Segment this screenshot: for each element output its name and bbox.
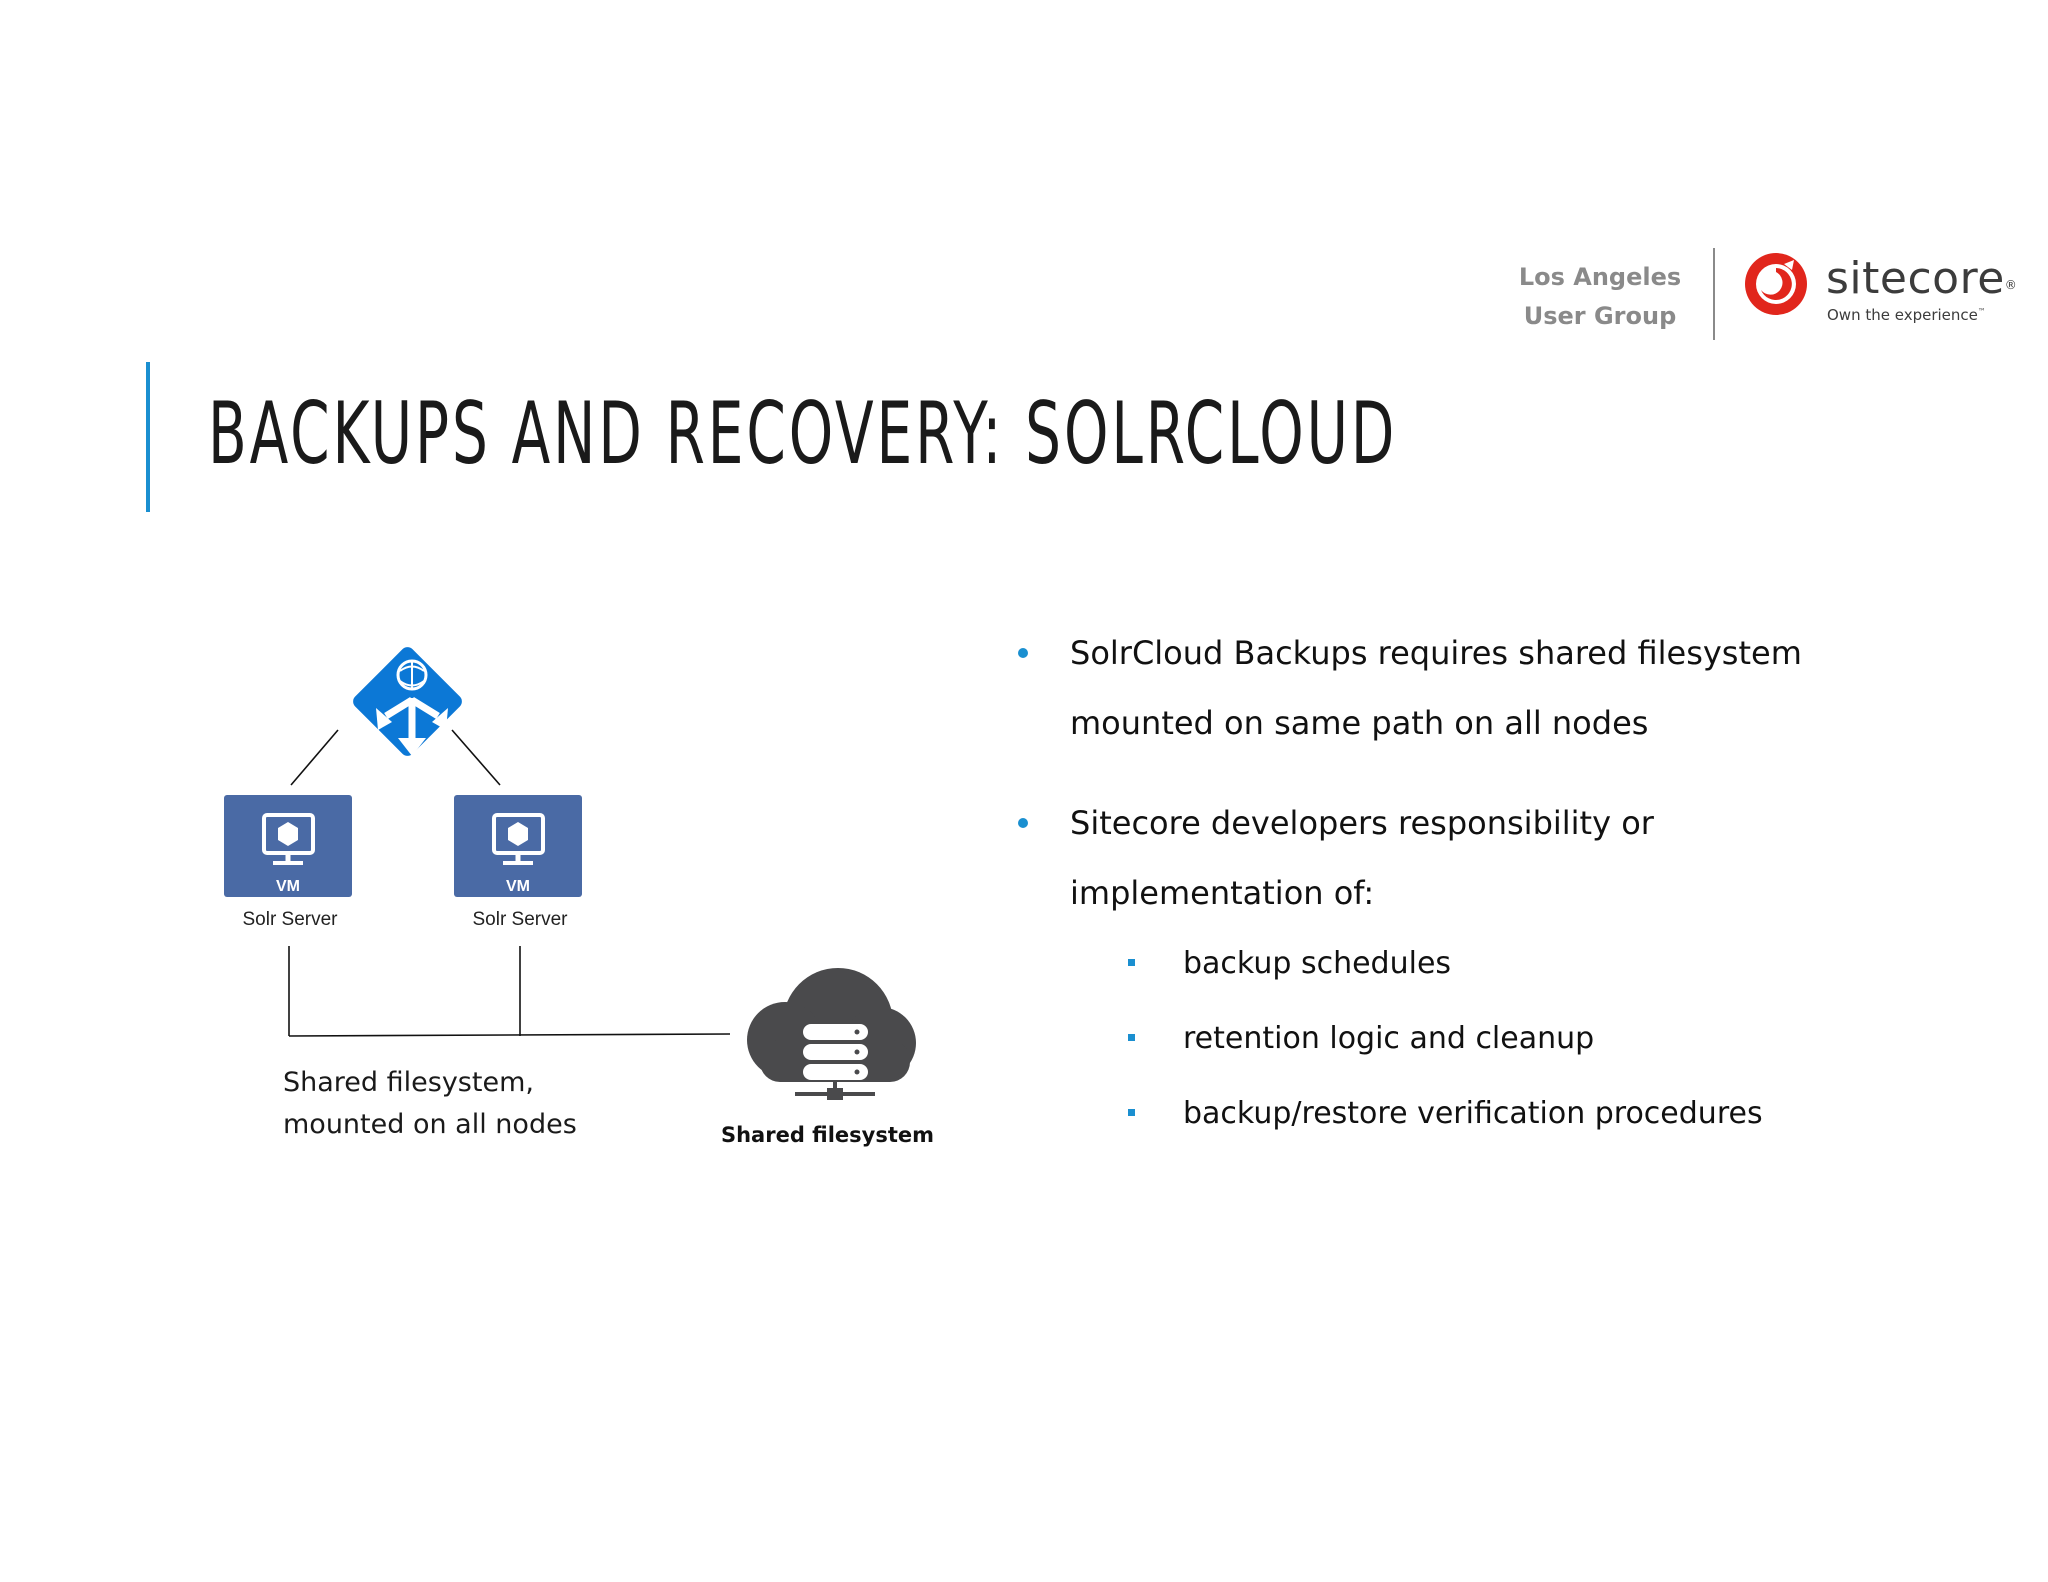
brand-tagline-text: Own the experience [1827, 306, 1978, 324]
storage-caption: Shared filesystem [720, 1123, 935, 1147]
connector-line [288, 1033, 731, 1037]
bullet-text: Sitecore developers responsibility or im… [1070, 804, 1654, 912]
user-group-label: Los Angeles User Group [1480, 258, 1720, 336]
sub-bullet-text: retention logic and cleanup [1183, 1021, 1595, 1056]
sub-bullet-list: backup schedules retention logic and cle… [1010, 926, 1910, 1151]
diagram-note-line1: Shared filesystem, [283, 1067, 534, 1098]
sub-bullet-text: backup/restore verification procedures [1183, 1096, 1763, 1131]
sub-bullet-item: backup/restore verification procedures [1010, 1076, 1910, 1151]
user-group-line1: Los Angeles [1518, 263, 1682, 291]
diagram-note-line2: mounted on all nodes [283, 1109, 577, 1140]
cloud-storage-icon [747, 968, 916, 1100]
sub-bullet-square-icon [1128, 959, 1135, 966]
vm-badge-1: VM [276, 878, 300, 895]
vm-caption-2: Solr Server [472, 909, 568, 930]
brand-registered-mark: ® [2004, 278, 2018, 292]
vm-node-icon: VM [224, 795, 352, 897]
sub-bullet-square-icon [1128, 1109, 1135, 1116]
bullet-text: SolrCloud Backups requires shared filesy… [1070, 634, 1802, 742]
sub-bullet-square-icon [1128, 1034, 1135, 1041]
logo-divider [1713, 248, 1715, 340]
sub-bullet-text: backup schedules [1183, 946, 1452, 981]
bullet-list: SolrCloud Backups requires shared filesy… [1010, 618, 1910, 1151]
brand-tm-mark: ™ [1977, 307, 1986, 316]
sitecore-logo-icon [1745, 253, 1807, 315]
brand-tagline: Own the experience™ [1827, 303, 1986, 324]
bullet-item: SolrCloud Backups requires shared filesy… [1010, 618, 1910, 758]
bullet-dot-icon [1018, 648, 1028, 658]
bullet-item: Sitecore developers responsibility or im… [1010, 788, 1910, 1151]
sub-bullet-item: retention logic and cleanup [1010, 1001, 1910, 1076]
diagram-note: Shared filesystem, mounted on all nodes [283, 1062, 577, 1146]
brand-name: sitecore® [1826, 254, 2017, 304]
connector-line [451, 729, 501, 786]
connector-line [290, 729, 339, 786]
vm-node-icon: VM [454, 795, 582, 897]
brand-name-text: sitecore [1826, 253, 2005, 304]
slide-title: BACKUPS AND RECOVERY: SOLRCLOUD [208, 384, 1398, 484]
user-group-line2: User Group [1523, 302, 1677, 330]
load-balancer-icon [353, 647, 462, 756]
sub-bullet-item: backup schedules [1010, 926, 1910, 1001]
vm-caption-1: Solr Server [242, 909, 338, 930]
title-accent-bar [146, 362, 150, 512]
vm-badge-2: VM [506, 878, 530, 895]
bullet-dot-icon [1018, 818, 1028, 828]
